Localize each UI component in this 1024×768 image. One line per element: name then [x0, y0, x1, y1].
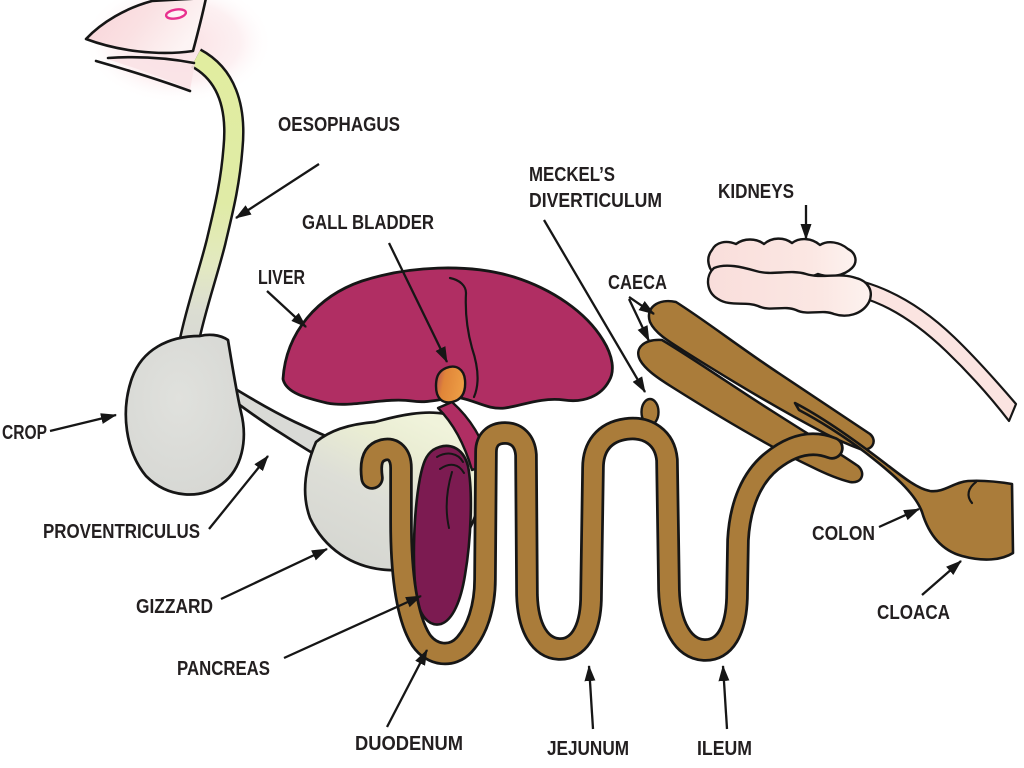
cloaca-notch-line — [967, 480, 978, 505]
label-crop: CROP — [2, 422, 47, 444]
arrow-gizzard — [220, 547, 328, 601]
gall-bladder-shape — [434, 365, 467, 404]
label-duodenum: DUODENUM — [355, 733, 463, 755]
labels: OESOPHAGUS GALL BLADDER LIVER MECKEL’S D… — [2, 114, 950, 760]
label-proventriculus: PROVENTRICULUS — [43, 521, 200, 543]
arrow-oesophagus — [235, 163, 320, 219]
lower-beak-upper-line — [106, 55, 196, 65]
liver-shape — [281, 266, 614, 410]
label-gizzard: GIZZARD — [136, 596, 213, 618]
pancreas-shape — [412, 444, 473, 626]
label-gall-bladder: GALL BLADDER — [302, 212, 434, 234]
arrow-liver — [266, 290, 307, 328]
arrow-ileum — [718, 665, 730, 730]
crop-shape — [124, 333, 246, 496]
colon-cloaca-shape — [793, 401, 1015, 561]
pancreas-fold-line — [436, 452, 465, 529]
arrow-proventriculus — [208, 455, 269, 530]
upper-caecum-shape — [647, 299, 875, 451]
label-arrows — [49, 163, 962, 730]
oesophagus-shape — [180, 50, 242, 344]
label-kidneys: KIDNEYS — [718, 181, 794, 203]
arrow-duodenum — [385, 649, 429, 728]
arrow-caeca-upper — [628, 296, 655, 315]
nostril — [164, 8, 188, 20]
arrow-meckels-diverticulum — [543, 219, 646, 393]
lower-beak-shape — [110, 58, 195, 90]
label-ileum: ILEUM — [697, 738, 752, 760]
arrow-crop — [49, 413, 117, 433]
label-liver: LIVER — [258, 267, 305, 289]
label-meckels-diverticulum-line1: MECKEL’S — [529, 164, 615, 186]
label-cloaca: CLOACA — [877, 602, 950, 624]
ureter-shape — [858, 280, 1018, 423]
arrow-caeca-lower — [627, 298, 651, 342]
arrow-jejunum — [584, 665, 596, 730]
kidney-lower-lobe-shape — [706, 264, 872, 317]
arrow-cloaca — [921, 560, 962, 596]
label-meckels-diverticulum-line2: DIVERTICULUM — [529, 190, 662, 212]
label-colon: COLON — [812, 523, 875, 545]
label-caeca: CAECA — [608, 272, 667, 294]
arrow-gall-bladder — [387, 242, 449, 363]
intestine-tube — [362, 419, 841, 663]
label-jejunum: JEJUNUM — [547, 738, 629, 760]
arrow-colon — [878, 507, 920, 529]
label-oesophagus: OESOPHAGUS — [278, 114, 400, 136]
lower-beak-lower-line — [94, 59, 192, 93]
label-pancreas: PANCREAS — [177, 658, 270, 680]
liver-lobe-line — [448, 276, 479, 399]
arrow-pancreas — [283, 594, 422, 660]
